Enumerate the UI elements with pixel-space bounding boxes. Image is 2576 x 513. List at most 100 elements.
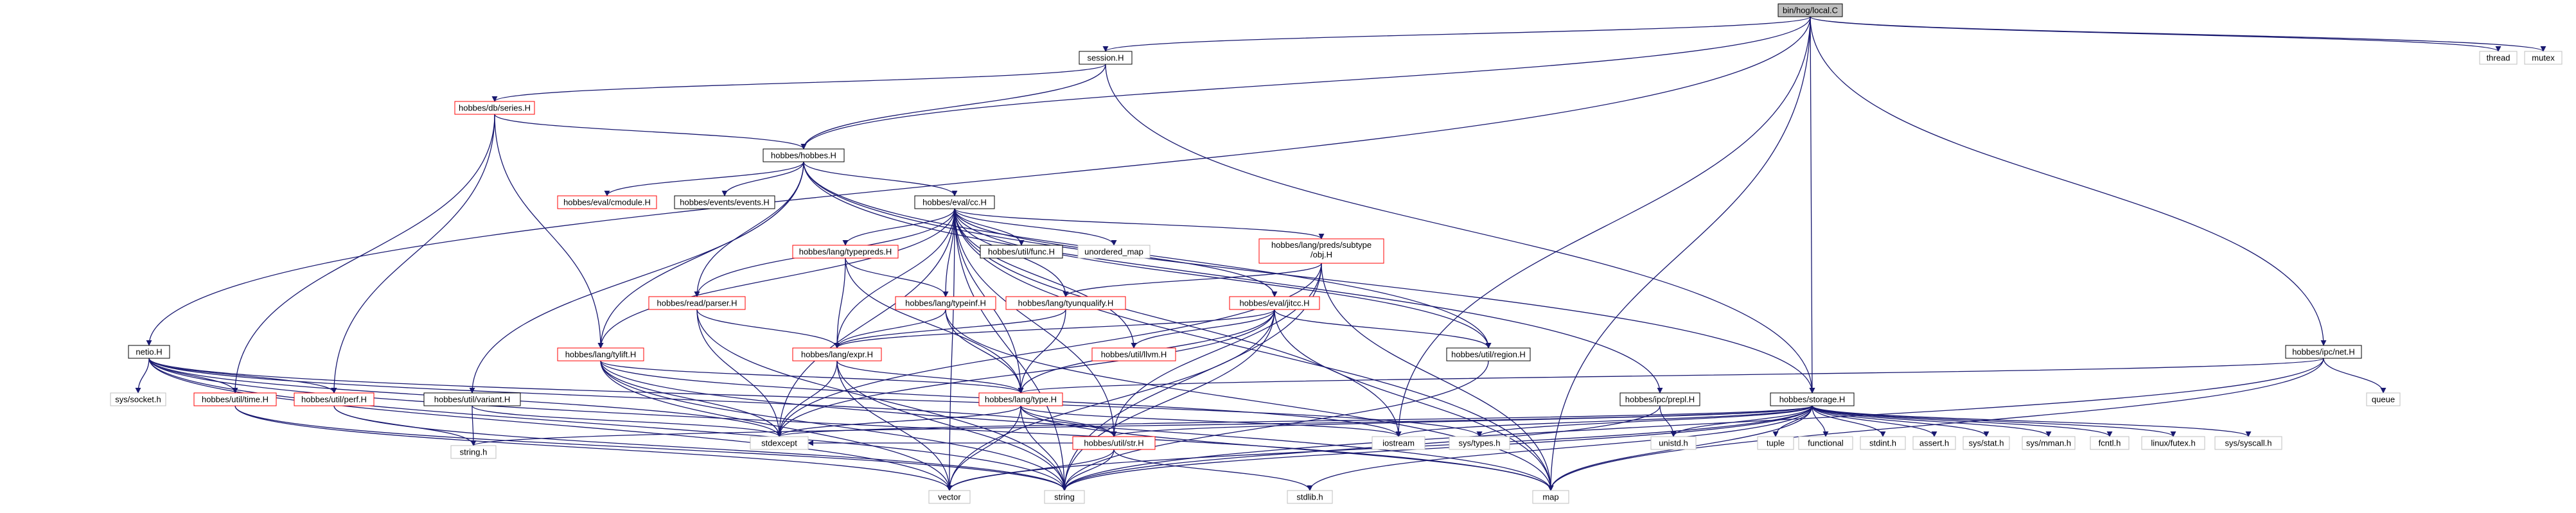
node-cc[interactable]: hobbes/eval/cc.H [914,195,995,209]
node-label: unistd.h [1659,439,1688,448]
edge-parser-to-string [696,309,1068,491]
edge-time-to-vector [234,405,953,491]
edge-root-to-net [1810,16,2327,346]
node-label: hobbes/eval/jitcc.H [1239,299,1309,308]
node-thread: thread [2479,51,2518,65]
node-region[interactable]: hobbes/util/region.H [1446,347,1531,361]
node-tyunqualify[interactable]: hobbes/lang/tyunqualify.H [1005,296,1126,310]
node-box [1619,392,1700,406]
node-netio[interactable]: netio.H [128,345,170,359]
node-label: sys/syscall.h [2225,439,2272,448]
edge-root-to-iostream [1395,16,1811,437]
node-label: iostream [1382,439,1415,448]
edge-typeinf-to-type [945,309,1024,394]
edge-cc-to-string [954,208,1068,491]
node-events[interactable]: hobbes/events/events.H [674,195,775,209]
node-box [648,296,746,310]
node-session[interactable]: session.H [1079,51,1133,65]
node-box [674,195,775,209]
node-subtype1[interactable]: hobbes/lang/preds/subtype/obj.H [1258,238,1384,264]
edge-series-to-hobbes [494,114,807,150]
node-box [2022,436,2076,450]
node-box [2141,436,2205,450]
node-label: hobbes/storage.H [1779,395,1846,404]
edge-hobbes-to-variant [469,161,804,394]
node-label: hobbes/util/str.H [1084,439,1143,448]
edge-jitcc-to-vector [946,309,1275,491]
node-hobbes[interactable]: hobbes/hobbes.H [763,148,845,162]
node-expr[interactable]: hobbes/lang/expr.H [792,347,882,361]
node-box [1757,436,1794,450]
edge-type-to-vector [946,405,1021,491]
node-label: sys/socket.h [115,395,161,404]
node-tylift[interactable]: hobbes/lang/tylift.H [557,347,644,361]
node-box [294,392,375,406]
node-label: hobbes/lang/expr.H [801,350,873,360]
node-box [2524,51,2563,65]
node-label: hobbes/lang/type.H [985,395,1057,404]
node-func[interactable]: hobbes/util/func.H [980,245,1063,259]
node-stdint: stdint.h [1860,436,1906,450]
edge-storage-to-fcntl [1812,405,2113,437]
node-syscall: sys/syscall.h [2214,436,2282,450]
node-strh[interactable]: hobbes/util/str.H [1072,436,1156,450]
node-variant[interactable]: hobbes/util/variant.H [423,392,521,406]
node-cmodule[interactable]: hobbes/eval/cmodule.H [557,195,657,209]
node-label: hobbes/util/llvm.H [1101,350,1167,360]
node-box [895,296,996,310]
node-label: bin/hog/local.C [1783,6,1838,15]
node-label: netio.H [136,347,162,357]
node-root[interactable]: bin/hog/local.C [1778,3,1843,17]
edge-net-to-string [1061,358,2324,491]
node-map: map [1532,490,1569,504]
node-label: hobbes/lang/preds/subtype [1271,240,1372,250]
node-prepl[interactable]: hobbes/ipc/prepl.H [1619,392,1700,406]
node-storage[interactable]: hobbes/storage.H [1770,392,1855,406]
edge-root-to-map [1548,16,1811,491]
node-net[interactable]: hobbes/ipc/net.H [2285,345,2362,359]
node-perf[interactable]: hobbes/util/perf.H [294,392,375,406]
node-box [557,347,644,361]
node-box [763,148,845,162]
node-label: hobbes/lang/tylift.H [565,350,637,360]
edge-tylift-to-vector [600,360,953,491]
edge-storage-to-syscall [1812,405,2252,437]
node-series[interactable]: hobbes/db/series.H [454,101,535,115]
node-time[interactable]: hobbes/util/time.H [193,392,277,406]
edge-typeinf-to-map [945,309,1554,491]
edge-cc-to-vector [946,208,955,491]
node-llvm[interactable]: hobbes/util/llvm.H [1091,347,1176,361]
edge-typeinf-to-expr [834,309,946,349]
node-box [2090,436,2130,450]
node-box [978,392,1063,406]
node-box [2366,392,2401,406]
edge-root-to-netio [146,16,1811,346]
edge-storage-to-strh [1111,405,1813,437]
node-assert: assert.h [1912,436,1956,450]
node-typeinf[interactable]: hobbes/lang/typeinf.H [895,296,996,310]
node-typepreds[interactable]: hobbes/lang/typepreds.H [792,245,899,259]
edge-perf-to-stringh [333,405,477,446]
node-socket: sys/socket.h [110,392,166,406]
node-label: vector [938,492,961,502]
node-parser[interactable]: hobbes/read/parser.H [648,296,746,310]
node-mutex: mutex [2524,51,2563,65]
node-stdlib: stdlib.h [1287,490,1333,504]
node-functional: functional [1798,436,1853,450]
node-box [450,445,497,459]
node-box [914,195,995,209]
edge-series-to-time [232,114,495,394]
node-box [2214,436,2282,450]
node-stdexcept: stdexcept [750,436,809,450]
edge-net-to-queue [2323,358,2386,394]
node-type[interactable]: hobbes/lang/type.H [978,392,1063,406]
edge-storage-to-futex [1812,405,2176,437]
edge-hobbes-to-cmodule [604,161,804,196]
edge-netio-to-string [148,358,1068,491]
node-jitcc[interactable]: hobbes/eval/jitcc.H [1229,296,1320,310]
edge-subtype1-to-map [1321,263,1554,491]
edge-cc-to-umap [954,208,1117,246]
node-unistd: unistd.h [1650,436,1697,450]
edge-expr-to-type [836,360,1024,394]
node-box [1005,296,1126,310]
